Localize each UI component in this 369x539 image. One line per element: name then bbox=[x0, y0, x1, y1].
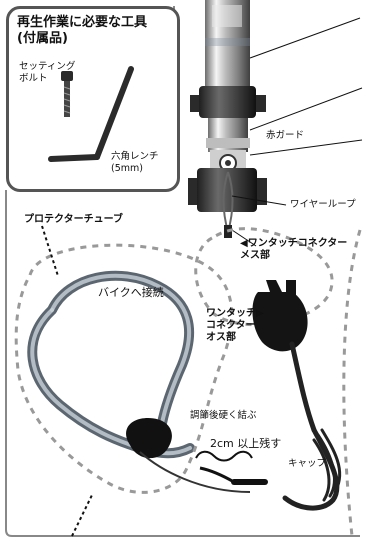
tie-and-cap bbox=[126, 418, 268, 493]
tie-after-adjust-label: 調節後硬く結ぶ bbox=[190, 410, 257, 421]
cylinder-assembly bbox=[188, 0, 267, 238]
coiled-cable bbox=[282, 341, 342, 511]
cap-label: キャップ bbox=[288, 458, 327, 469]
bike-connect-label: バイクへ接続 bbox=[98, 286, 164, 299]
brace-mark bbox=[195, 450, 253, 462]
hex-wrench-icon bbox=[48, 66, 134, 162]
protector-tube-label: プロテクターチューブ bbox=[24, 214, 123, 225]
male-connector bbox=[252, 280, 308, 352]
connector-male-label: ワンタッチ▶ コネクター オス部 bbox=[206, 308, 264, 343]
leave-2cm-label: 2cm 以上残す bbox=[210, 437, 282, 450]
tools-illustration bbox=[48, 66, 134, 162]
setting-bolt-label: セッティング ボルト bbox=[19, 61, 76, 84]
red-guard-label: 赤ガード bbox=[266, 130, 305, 141]
connector-female-label: ◀ワンタッチコネクター メス部 bbox=[240, 238, 348, 261]
leader-lines bbox=[231, 17, 363, 247]
tools-box: 再生作業に必要な工具 (付属品) セッティング ボルト 六角レンチ (5mm) bbox=[6, 6, 180, 192]
wire-loop-label: ワイヤーループ bbox=[290, 199, 356, 210]
tools-title: 再生作業に必要な工具 (付属品) bbox=[17, 15, 148, 46]
hex-wrench-label: 六角レンチ (5mm) bbox=[111, 151, 159, 174]
setting-bolt-icon bbox=[61, 71, 73, 117]
